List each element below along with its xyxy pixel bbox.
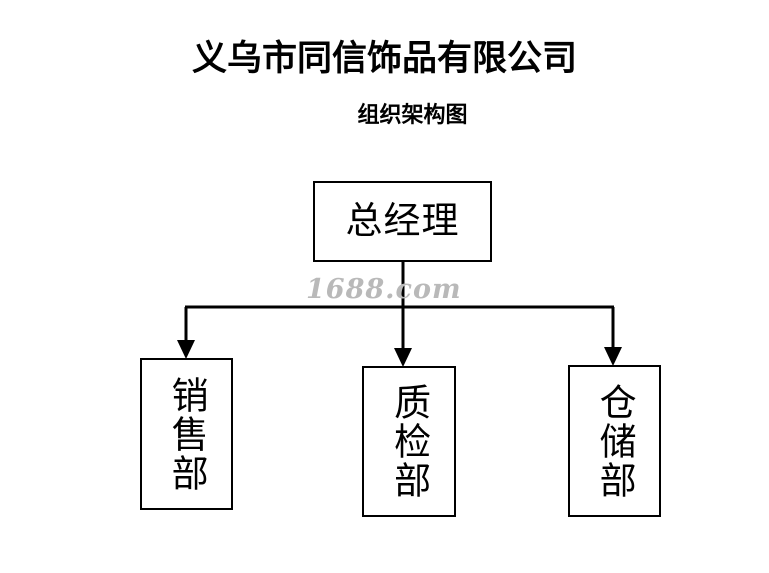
org-node-label: 总经理 — [345, 199, 460, 243]
org-node-sales-department: 销售部 — [140, 358, 233, 510]
org-node-label: 仓储部 — [593, 382, 637, 500]
watermark-1688: 1688.com — [306, 274, 462, 305]
org-node-label: 质检部 — [387, 383, 431, 500]
page-title: 义乌市同信饰品有限公司 — [191, 38, 577, 79]
org-node-label: 销售部 — [165, 375, 209, 493]
org-node-warehouse-department: 仓储部 — [568, 365, 661, 517]
page-subtitle: 组织架构图 — [357, 102, 468, 128]
org-node-general-manager: 总经理 — [313, 181, 492, 262]
org-node-quality-inspection-department: 质检部 — [362, 366, 456, 517]
